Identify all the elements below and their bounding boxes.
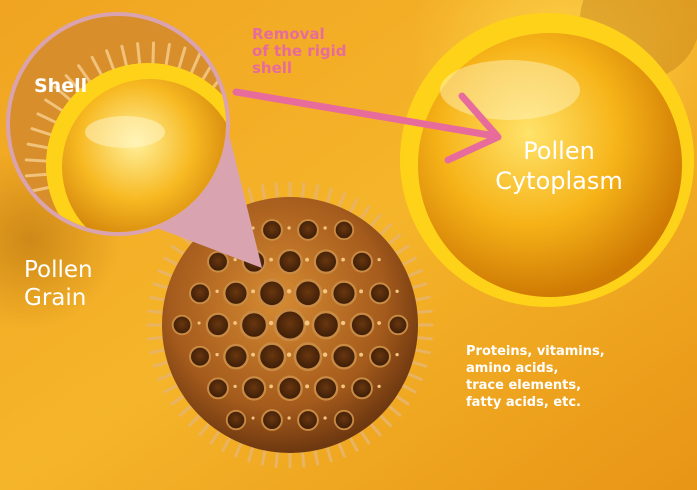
- pollen-spine-tip: [269, 321, 273, 325]
- pollen-cell: [259, 344, 285, 370]
- pollen-cell: [335, 411, 353, 429]
- nutrients-label: Proteins, vitamins, amino acids, trace e…: [466, 343, 656, 411]
- pollen-cell: [335, 221, 353, 239]
- pollen-cell: [208, 378, 228, 398]
- pollen-cell: [332, 345, 355, 368]
- pollen-cell: [207, 314, 229, 336]
- pollen-spine-tip: [323, 289, 327, 293]
- pollen-spine-tip: [287, 416, 290, 419]
- shell-spike: [26, 160, 48, 161]
- pollen-cell: [315, 377, 337, 399]
- pollen-spine-tip: [287, 289, 291, 293]
- pollen-cell: [332, 282, 355, 305]
- pollen-spine-tip: [233, 385, 236, 388]
- removal-label: Removal of the rigid shell: [252, 26, 346, 77]
- pollen-spine-tip: [359, 289, 363, 293]
- pollen-spine-tip: [323, 416, 326, 419]
- nutrients-line: fatty acids, etc.: [466, 394, 656, 411]
- pollen-spine-tip: [233, 321, 237, 325]
- pollen-spine-tip: [215, 353, 218, 356]
- pollen-spine-tip: [395, 290, 398, 293]
- pollen-spine-tip: [269, 258, 273, 262]
- nutrients-line: trace elements,: [466, 377, 656, 394]
- pollen-cell: [315, 250, 337, 272]
- pollen-cell: [352, 378, 372, 398]
- pollen-cell: [295, 280, 321, 306]
- pollen-cell: [278, 377, 301, 400]
- pollen-spine-tip: [323, 353, 327, 357]
- pollen-spine-tip: [305, 384, 309, 388]
- pollen-cell: [224, 345, 247, 368]
- pollen-spine-tip: [252, 417, 255, 420]
- pollen-spine-tip: [287, 226, 290, 229]
- pollen-spine-tip: [305, 258, 309, 262]
- pollen-cell: [351, 314, 373, 336]
- pollen-cell: [262, 220, 282, 240]
- pollen-cell: [259, 280, 285, 306]
- pollen-cell: [313, 312, 339, 338]
- pollen-cell: [262, 410, 282, 430]
- pollen-cell: [298, 220, 318, 240]
- pollen-spine-tip: [377, 385, 380, 388]
- removal-line: Removal: [252, 26, 346, 43]
- removal-line: of the rigid: [252, 43, 346, 60]
- pollen-grain-label: Pollen Grain: [24, 256, 93, 312]
- pollen-spine-tip: [395, 353, 398, 356]
- shell-spike: [153, 43, 154, 65]
- pollen-spine-tip: [269, 385, 273, 389]
- pollen-cell: [298, 410, 318, 430]
- pollen-spine-tip: [323, 226, 326, 229]
- pollen-cell: [370, 283, 390, 303]
- pollen-cell: [173, 316, 192, 335]
- pollen-cell: [241, 312, 267, 338]
- grain-line: Grain: [24, 284, 93, 312]
- pollen-cell: [389, 316, 408, 335]
- pollen-spine-tip: [215, 290, 218, 293]
- pollen-spine-tip: [305, 321, 310, 326]
- cytoplasm-label: Pollen Cytoplasm: [474, 136, 644, 196]
- pollen-cell: [190, 347, 210, 367]
- pollen-spine-tip: [233, 258, 236, 261]
- pollen-cell: [243, 377, 265, 399]
- pollen-spine-tip: [341, 385, 345, 389]
- pollen-cell: [227, 411, 245, 429]
- cytoplasm-line: Pollen: [474, 136, 644, 166]
- pollen-cell: [352, 252, 372, 272]
- pollen-spine-tip: [251, 289, 255, 293]
- pollen-cell: [370, 347, 390, 367]
- removal-line: shell: [252, 60, 346, 77]
- pollen-cell: [278, 250, 301, 273]
- pollen-spine-tip: [359, 353, 363, 357]
- nutrients-line: Proteins, vitamins,: [466, 343, 656, 360]
- pollen-spine-tip: [341, 321, 345, 325]
- pollen-cell: [224, 282, 247, 305]
- pollen-cell: [208, 252, 228, 272]
- pollen-spine-tip: [341, 258, 345, 262]
- pollen-spine-tip: [377, 258, 380, 261]
- pollen-spine-tip: [287, 353, 291, 357]
- cytoplasm-line: Cytoplasm: [474, 166, 644, 196]
- pollen-spine-tip: [251, 353, 255, 357]
- grain-line: Pollen: [24, 256, 93, 284]
- nutrients-line: amino acids,: [466, 360, 656, 377]
- pollen-cell: [295, 344, 321, 370]
- pollen-cell: [275, 310, 305, 340]
- pollen-spine-tip: [377, 321, 381, 325]
- shell-spike: [26, 174, 48, 176]
- pollen-cell: [190, 283, 210, 303]
- shell-label: Shell: [34, 75, 87, 97]
- pollen-spine-tip: [198, 321, 201, 324]
